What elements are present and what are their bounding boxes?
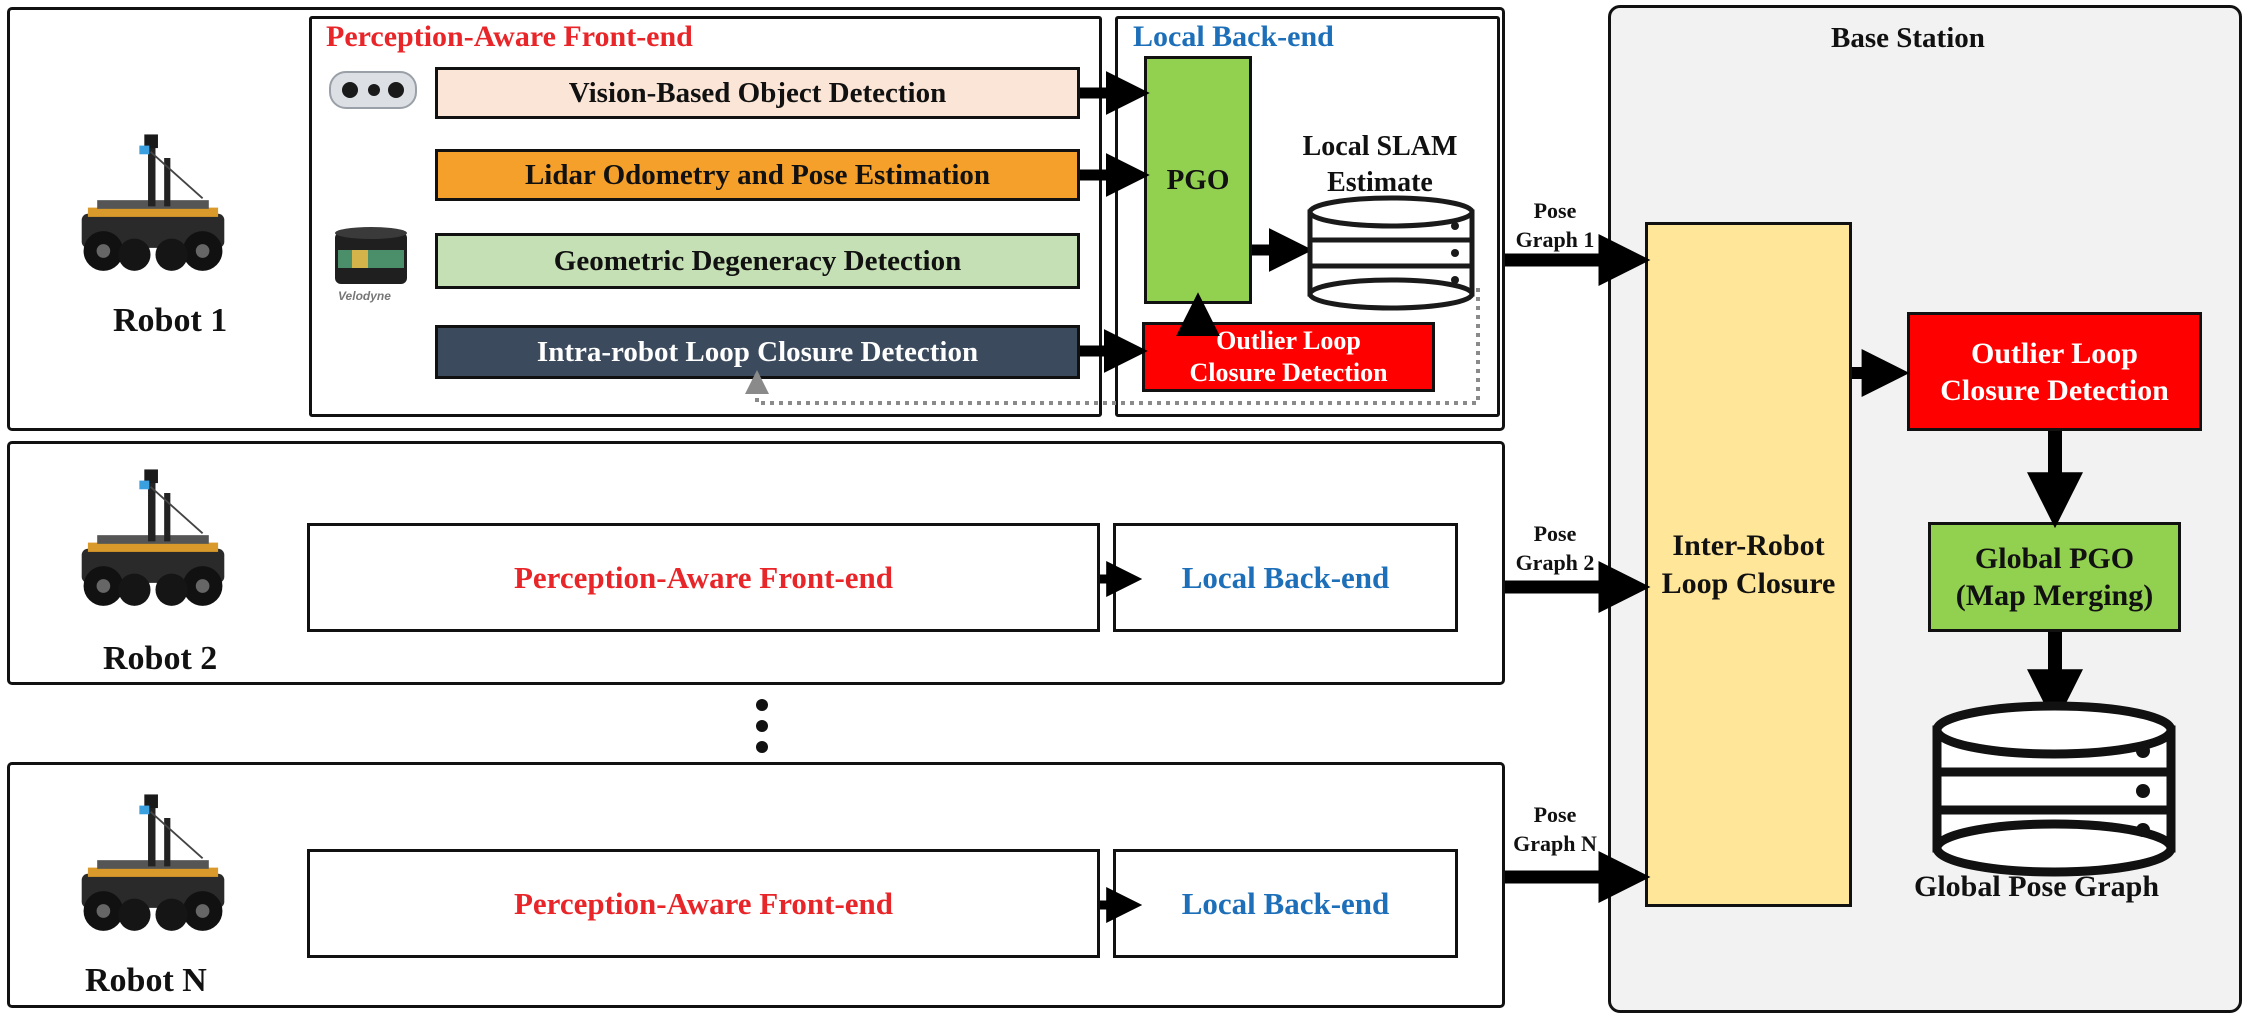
- pose-graph-n-label: Pose Graph N: [1500, 797, 1610, 861]
- pose-graph-1-line2: Graph 1: [1515, 227, 1595, 252]
- robotN-frontend-label: Perception-Aware Front-end: [513, 885, 894, 921]
- pose-graph-2-label: Pose Graph 2: [1500, 516, 1610, 580]
- base-outlier-line2: Closure Detection: [1940, 373, 2169, 407]
- robot-1-icon: [80, 133, 226, 272]
- robotN-frontend-box: Perception-Aware Front-end: [307, 849, 1100, 958]
- inter-robot-line1: Inter-Robot: [1672, 528, 1825, 562]
- inter-robot-line2: Loop Closure: [1661, 566, 1836, 600]
- robotN-backend-label: Local Back-end: [1181, 885, 1390, 921]
- robotN-backend-box: Local Back-end: [1113, 849, 1458, 958]
- base-outlier-line1: Outlier Loop: [1971, 336, 2138, 370]
- robot2-backend-box: Local Back-end: [1113, 523, 1458, 632]
- global-pgo-line1: Global PGO: [1974, 542, 2135, 575]
- module-intra-label: Intra-robot Loop Closure Detection: [536, 335, 979, 368]
- local-slam-line2: Estimate: [1327, 167, 1433, 198]
- pose-graph-1-label: Pose Graph 1: [1500, 193, 1610, 257]
- module-geometric-label: Geometric Degeneracy Detection: [553, 244, 962, 277]
- robot-n-icon: [80, 793, 226, 932]
- local-slam-line1: Local SLAM: [1302, 131, 1458, 162]
- robot2-label: Robot 2: [103, 640, 218, 677]
- ellipsis-icon: [756, 699, 768, 753]
- robot1-label: Robot 1: [113, 302, 228, 339]
- lidar-icon: Velodyne: [335, 227, 407, 303]
- pose-graph-n-line1: Pose: [1533, 802, 1577, 827]
- module-geometric-degeneracy: Geometric Degeneracy Detection: [435, 233, 1080, 289]
- robot1-backend-title: Local Back-end: [1133, 20, 1334, 53]
- robot2-frontend-box: Perception-Aware Front-end: [307, 523, 1100, 632]
- global-database-icon: [1932, 701, 2176, 877]
- camera-icon: [329, 71, 417, 109]
- base-outlier-box: Outlier Loop Closure Detection: [1907, 312, 2202, 431]
- robot-2-icon: [80, 468, 226, 607]
- robot2-frontend-label: Perception-Aware Front-end: [513, 559, 894, 595]
- robot1-frontend-title: Perception-Aware Front-end: [326, 20, 693, 53]
- pose-graph-n-line2: Graph N: [1513, 831, 1597, 856]
- robotN-label: Robot N: [85, 962, 207, 999]
- base-station-title: Base Station: [1831, 22, 1985, 54]
- module-lidar-odometry: Lidar Odometry and Pose Estimation: [435, 149, 1080, 201]
- module-vision-detection: Vision-Based Object Detection: [435, 67, 1080, 119]
- pose-graph-2-line2: Graph 2: [1515, 550, 1595, 575]
- module-lidar-label: Lidar Odometry and Pose Estimation: [524, 158, 991, 191]
- pose-graph-1-line1: Pose: [1533, 198, 1577, 223]
- local-slam-database-icon: [1307, 195, 1475, 311]
- module-vision-label: Vision-Based Object Detection: [568, 76, 947, 109]
- local-slam-label: Local SLAM Estimate: [1280, 130, 1480, 200]
- robot1-outlier-line1: Outlier Loop: [1216, 326, 1361, 355]
- pgo-label: PGO: [1166, 163, 1230, 196]
- robot2-backend-label: Local Back-end: [1181, 559, 1390, 595]
- lidar-brand-text: Velodyne: [338, 289, 391, 303]
- robot1-outlier-line2: Closure Detection: [1189, 358, 1388, 387]
- pose-graph-2-line1: Pose: [1533, 521, 1577, 546]
- global-pgo-line2: (Map Merging): [1955, 579, 2154, 612]
